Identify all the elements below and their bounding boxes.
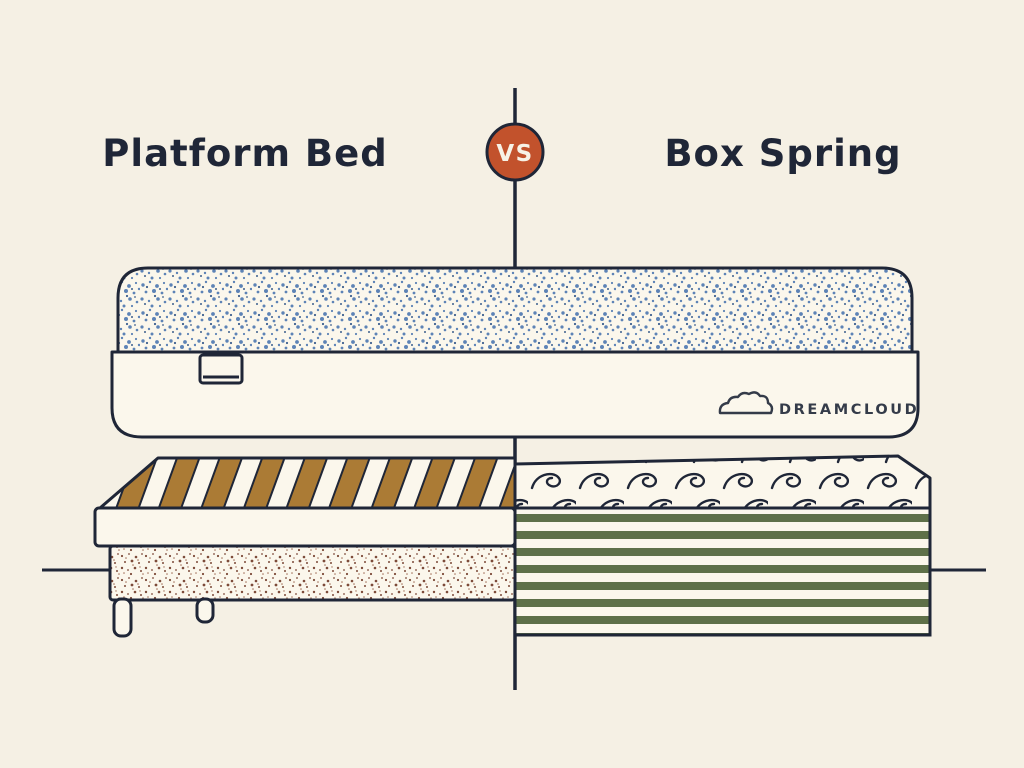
brand-name: DREAMCLOUD — [779, 402, 919, 418]
platform-leg-back — [195, 597, 215, 624]
cloud-icon — [718, 391, 774, 415]
platform-base-box — [108, 544, 517, 602]
mattress-tag — [198, 353, 244, 385]
platform-front-rail — [93, 506, 517, 548]
vs-label: VS — [496, 141, 533, 167]
mattress-top-layer — [116, 266, 914, 354]
platform-leg-front — [112, 597, 133, 638]
mattress-body — [110, 350, 920, 439]
title-box-spring: Box Spring — [664, 132, 901, 175]
brand-logo: DREAMCLOUD — [718, 391, 919, 418]
box-spring-base — [513, 454, 932, 637]
vs-badge: VS — [485, 122, 545, 182]
platform-slats-surface — [98, 456, 517, 510]
title-platform-bed: Platform Bed — [102, 132, 387, 175]
vs-circle — [485, 122, 545, 182]
box-spring-body — [513, 506, 932, 637]
platform-bed-base — [93, 456, 517, 638]
mattress: DREAMCLOUD — [110, 266, 920, 439]
box-spring-coils-surface — [513, 454, 932, 510]
